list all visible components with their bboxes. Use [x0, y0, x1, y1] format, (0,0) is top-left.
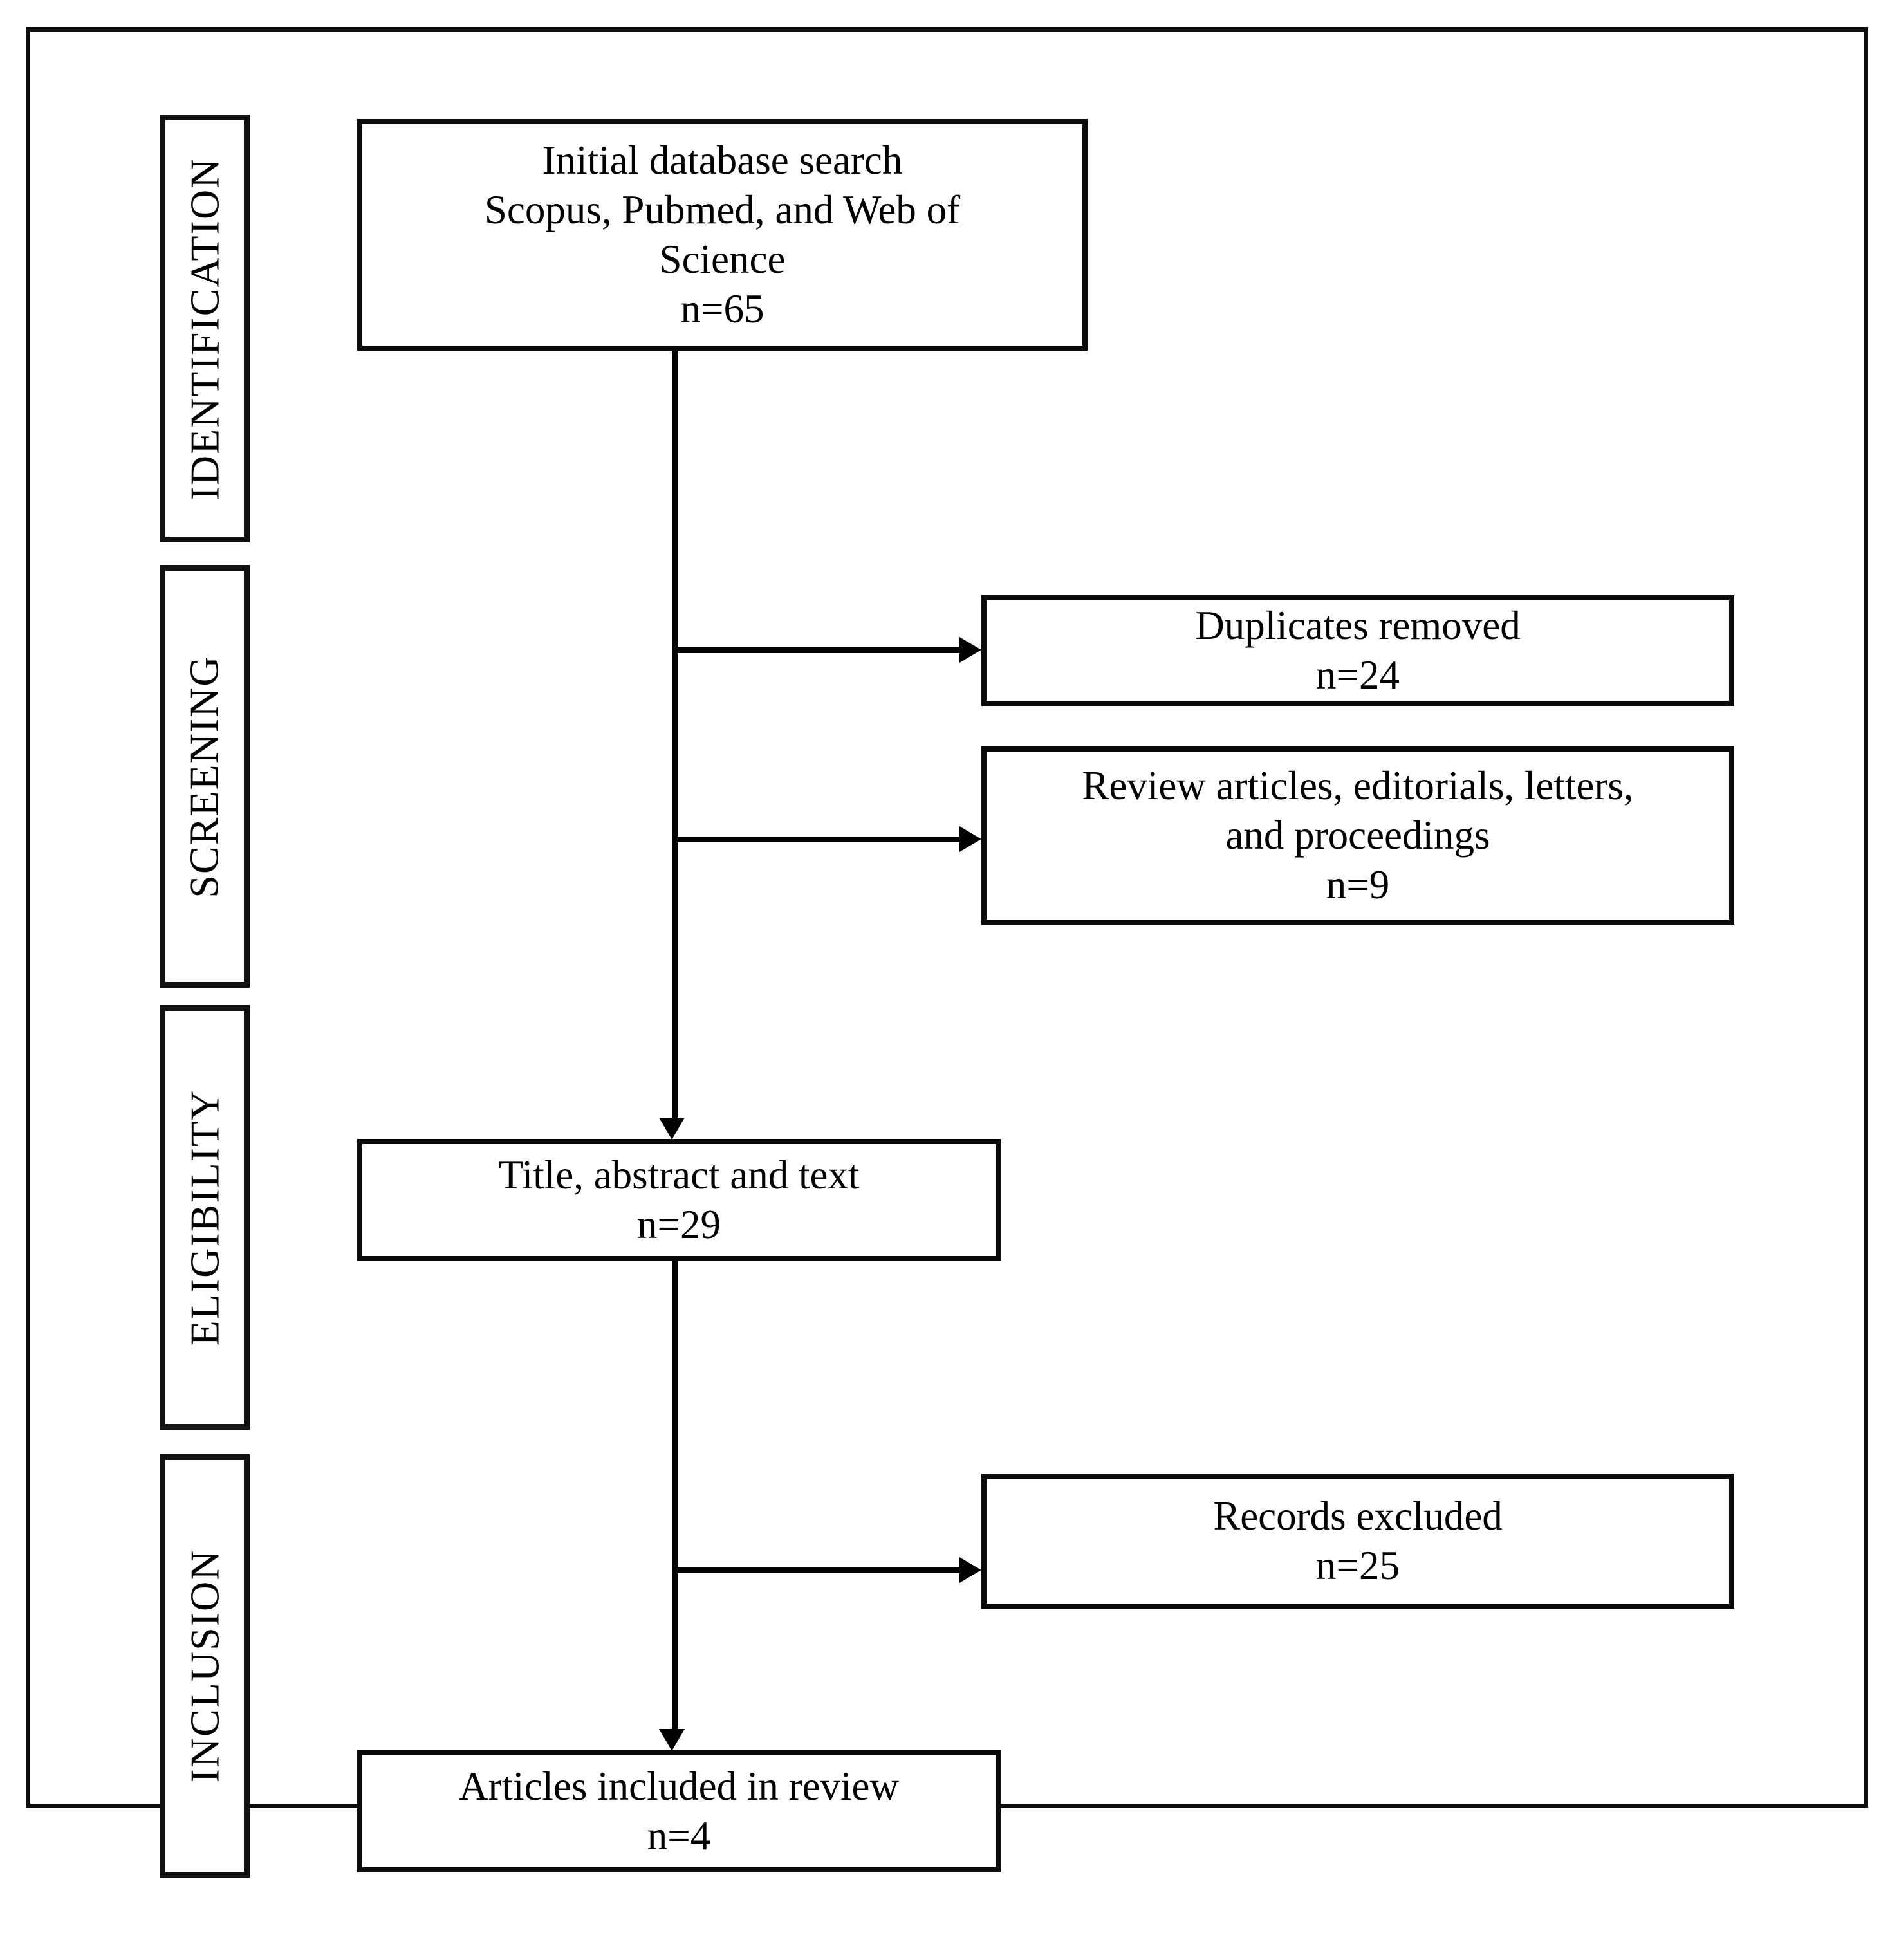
stage-label-screening-text: SCREENING [181, 654, 227, 898]
box-review-articles-editorials-text: Review articles, editorials, letters, an… [1082, 763, 1634, 858]
box-review-articles-editorials-count: n=9 [1326, 862, 1390, 907]
stage-label-inclusion: INCLUSION [160, 1454, 250, 1878]
box-initial-database-search-text: Initial database search Scopus, Pubmed, … [484, 138, 961, 282]
arrowhead-into-duplicates [959, 637, 981, 663]
box-duplicates-removed: Duplicates removed n=24 [981, 595, 1734, 706]
box-records-excluded-text: Records excluded [1213, 1493, 1503, 1539]
connector-to-review-articles-horizontal [672, 837, 959, 842]
stage-label-identification-text: IDENTIFICATION [181, 157, 227, 500]
arrowhead-into-title-abstract [659, 1118, 685, 1140]
box-records-excluded-count: n=25 [1315, 1543, 1400, 1588]
box-title-abstract-text-label: Title, abstract and text [498, 1152, 860, 1198]
box-duplicates-removed-count: n=24 [1315, 652, 1400, 698]
arrowhead-into-articles-included [659, 1729, 685, 1751]
box-initial-database-search: Initial database search Scopus, Pubmed, … [357, 119, 1088, 351]
stage-label-eligibility: ELIGIBILITY [160, 1005, 250, 1430]
box-articles-included-in-review-count: n=4 [647, 1813, 711, 1858]
stage-label-eligibility-text: ELIGIBILITY [181, 1089, 227, 1346]
box-review-articles-editorials: Review articles, editorials, letters, an… [981, 746, 1734, 925]
box-records-excluded: Records excluded n=25 [981, 1474, 1734, 1609]
stage-label-screening: SCREENING [160, 565, 250, 988]
box-title-abstract-text-count: n=29 [636, 1202, 721, 1247]
box-title-abstract-text: Title, abstract and text n=29 [357, 1139, 1001, 1261]
box-initial-database-search-count: n=65 [680, 286, 764, 331]
connector-initial-to-title-vertical [672, 351, 678, 1118]
box-duplicates-removed-text: Duplicates removed [1195, 603, 1521, 649]
connector-to-duplicates-horizontal [672, 647, 959, 653]
stage-label-identification: IDENTIFICATION [160, 115, 250, 542]
connector-title-to-included-vertical [672, 1261, 678, 1729]
arrowhead-into-review-articles [959, 826, 981, 852]
box-articles-included-in-review: Articles included in review n=4 [357, 1750, 1001, 1872]
connector-to-records-excluded-horizontal [672, 1567, 959, 1573]
arrowhead-into-records-excluded [959, 1557, 981, 1583]
stage-label-inclusion-text: INCLUSION [181, 1549, 227, 1783]
box-articles-included-in-review-text: Articles included in review [458, 1764, 900, 1809]
